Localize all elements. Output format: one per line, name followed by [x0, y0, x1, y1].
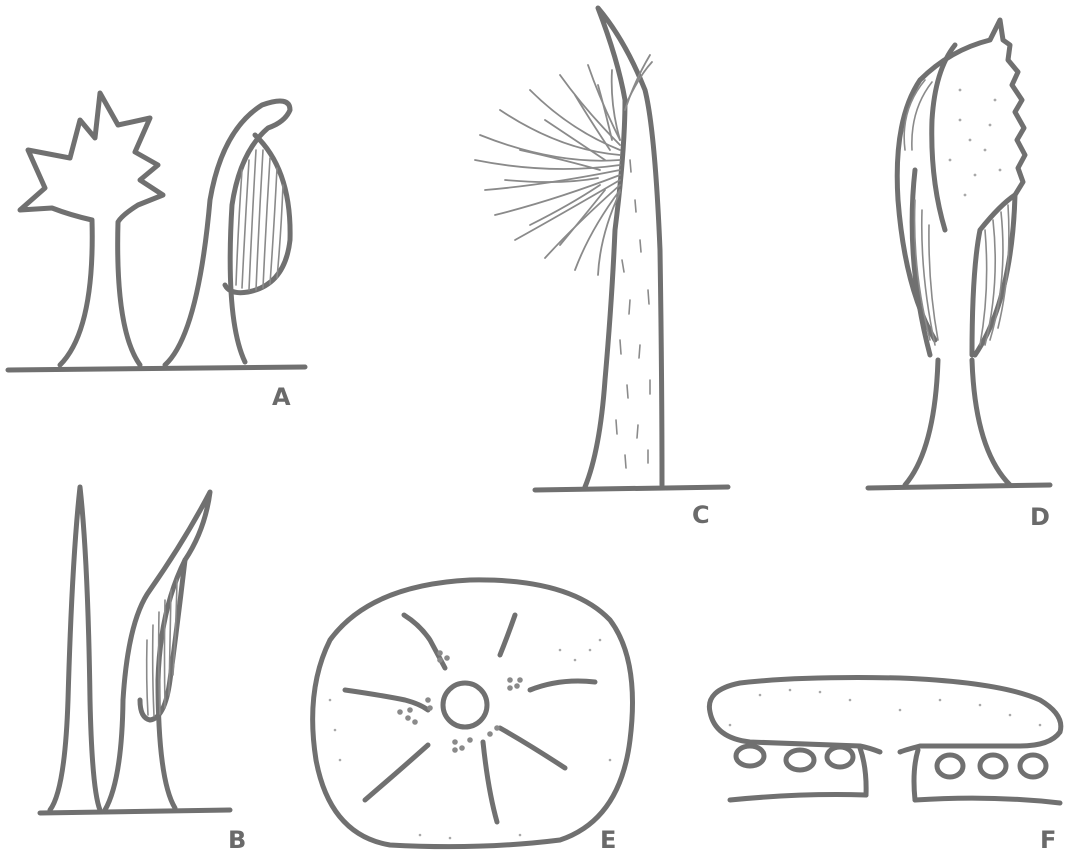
- panel-e-radiating-arms: [345, 615, 595, 822]
- panel-d-stalk: [905, 360, 1010, 485]
- panel-c-trunk: [585, 8, 662, 487]
- panel-a-ground-line: [8, 367, 305, 370]
- panel-b: B: [40, 487, 246, 854]
- panel-d-ground-line: [868, 485, 1050, 488]
- panel-a-curved-stalk: [165, 101, 290, 365]
- panel-f: F: [709, 678, 1060, 854]
- panel-f-base-line: [730, 795, 1060, 803]
- panel-e-label: E: [600, 826, 616, 854]
- panel-b-label: B: [228, 826, 246, 854]
- panel-f-left-bubbles: [736, 746, 853, 770]
- panel-d-head-stipple: [949, 89, 1002, 197]
- panel-b-curved-stalk: [105, 492, 210, 810]
- panel-a: A: [8, 93, 305, 411]
- panel-f-cap-stipple: [729, 689, 1042, 727]
- panel-d-serrated-head: [897, 20, 1025, 355]
- panel-b-ground-line: [40, 810, 230, 813]
- panel-c-trunk-dashes: [616, 160, 650, 468]
- panel-f-label: F: [1040, 826, 1056, 854]
- panel-c: C: [475, 8, 728, 529]
- panel-a-flap-hatching: [236, 150, 283, 290]
- panel-e-disc-outline: [313, 580, 633, 847]
- panel-c-ground-line: [535, 487, 728, 490]
- panel-d-label: D: [1030, 503, 1050, 531]
- panel-e: E: [313, 580, 633, 854]
- panel-a-star-organism: [20, 93, 163, 365]
- panel-d-inner-edge: [932, 45, 955, 230]
- panel-e-central-ring: [443, 683, 487, 727]
- panel-c-tentacle-fan: [475, 55, 652, 275]
- panel-f-cap: [709, 678, 1060, 752]
- panel-f-stem: [860, 748, 918, 800]
- panel-a-label: A: [272, 383, 291, 411]
- panel-d: D: [868, 20, 1050, 531]
- panel-f-right-bubbles: [937, 755, 1046, 777]
- panel-b-spike-stalk: [50, 487, 100, 810]
- panel-c-label: C: [692, 501, 710, 529]
